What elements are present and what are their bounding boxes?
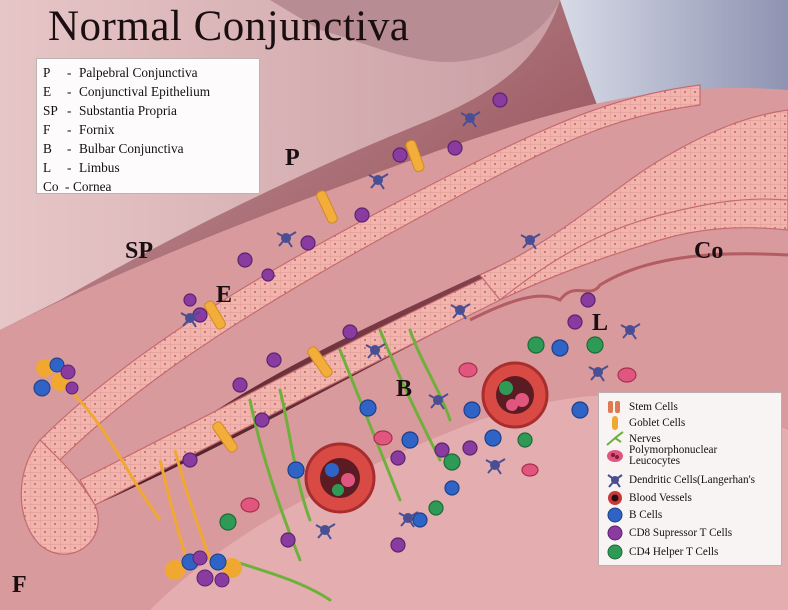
abbreviation-separator: - bbox=[65, 177, 73, 196]
legend-label: Blood Vessels bbox=[629, 493, 692, 504]
region-label-sp: SP bbox=[125, 238, 153, 265]
dendritic-cell-icon bbox=[605, 471, 625, 489]
abbreviation-separator: - bbox=[67, 63, 79, 82]
abbreviation-key-letter: F bbox=[43, 120, 67, 139]
diagram-title: Normal Conjunctiva bbox=[48, 2, 409, 51]
legend-label: CD4 Helper T Cells bbox=[629, 547, 718, 558]
abbreviation-text: Limbus bbox=[79, 158, 120, 177]
legend-label: B Cells bbox=[629, 510, 662, 521]
abbreviation-key-letter: SP bbox=[43, 101, 67, 120]
abbreviation-text: Cornea bbox=[73, 177, 111, 196]
abbreviation-key: P - Palpebral Conjunctiva E - Conjunctiv… bbox=[36, 58, 260, 194]
legend-label: Nerves bbox=[629, 434, 661, 445]
abbreviation-text: Conjunctival Epithelium bbox=[79, 82, 210, 101]
abbreviation-text: Fornix bbox=[79, 120, 114, 139]
abbreviation-row: B - Bulbar Conjunctiva bbox=[43, 139, 253, 158]
abbreviation-separator: - bbox=[67, 120, 79, 139]
abbreviation-row: F - Fornix bbox=[43, 120, 253, 139]
abbreviation-key-letter: P bbox=[43, 63, 67, 82]
abbreviation-text: Bulbar Conjunctiva bbox=[79, 139, 184, 158]
abbreviation-key-letter: E bbox=[43, 82, 67, 101]
region-label-b: B bbox=[396, 376, 412, 403]
abbreviation-key-letter: L bbox=[43, 158, 67, 177]
legend-item: Blood Vessels bbox=[605, 489, 692, 507]
legend-label: CD8 Supressor T Cells bbox=[629, 528, 732, 539]
region-label-co: Co bbox=[694, 238, 723, 265]
region-label-l: L bbox=[592, 310, 608, 337]
legend-label: Goblet Cells bbox=[629, 418, 685, 429]
abbreviation-separator: - bbox=[67, 158, 79, 177]
cell-type-legend: Stem Cells Goblet Cells Nerves Polymorph… bbox=[598, 392, 782, 566]
abbreviation-separator: - bbox=[67, 82, 79, 101]
abbreviation-row: L - Limbus bbox=[43, 158, 253, 177]
region-label-e: E bbox=[216, 282, 232, 309]
legend-item: CD8 Supressor T Cells bbox=[605, 524, 732, 542]
abbreviation-row: P - Palpebral Conjunctiva bbox=[43, 63, 253, 82]
abbreviation-separator: - bbox=[67, 101, 79, 120]
cd8-cell-icon bbox=[605, 524, 625, 542]
abbreviation-separator: - bbox=[67, 139, 79, 158]
legend-label: Stem Cells bbox=[629, 402, 678, 413]
abbreviation-row: Co - Cornea bbox=[43, 177, 253, 196]
abbreviation-text: Substantia Propria bbox=[79, 101, 177, 120]
abbreviation-key-letter: Co bbox=[43, 177, 65, 196]
region-label-f: F bbox=[12, 572, 27, 599]
b-cell-icon bbox=[605, 506, 625, 524]
legend-item: B Cells bbox=[605, 506, 662, 524]
abbreviation-key-letter: B bbox=[43, 139, 67, 158]
abbreviation-text: Palpebral Conjunctiva bbox=[79, 63, 198, 82]
abbreviation-row: SP - Substantia Propria bbox=[43, 101, 253, 120]
legend-item: CD4 Helper T Cells bbox=[605, 543, 718, 561]
blood-vessel-icon bbox=[605, 489, 625, 507]
region-label-p: P bbox=[285, 145, 300, 172]
abbreviation-row: E - Conjunctival Epithelium bbox=[43, 82, 253, 101]
legend-label-line2: Leucocytes bbox=[629, 455, 680, 467]
legend-label: Dendritic Cells(Langerhan's bbox=[629, 475, 755, 486]
legend-item: Dendritic Cells(Langerhan's bbox=[605, 471, 755, 489]
cd4-cell-icon bbox=[605, 543, 625, 561]
polymorphonuclear-leucocyte-icon bbox=[605, 447, 625, 465]
